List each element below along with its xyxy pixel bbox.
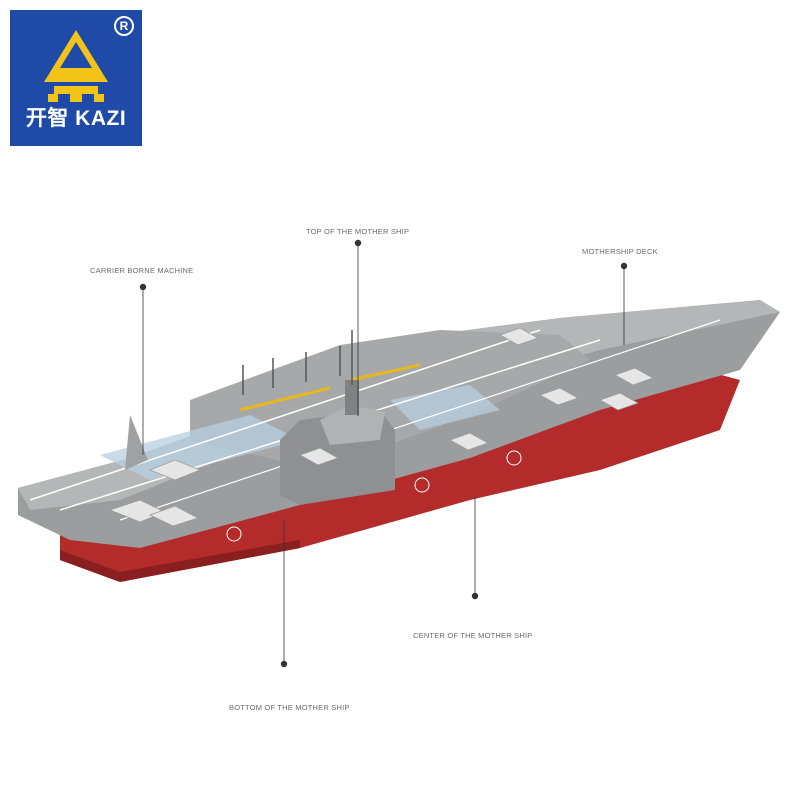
callout-top-of-mother-ship: TOP OF THE MOTHER SHIP [306, 227, 410, 236]
brand-name-en: KAZI [75, 107, 127, 130]
callout-center-of-mother-ship: CENTER OF THE MOTHER SHIP [413, 631, 533, 640]
callout-bottom-of-mother-ship: BOTTOM OF THE MOTHER SHIP [229, 703, 350, 712]
callout-carrier-borne-machine: CARRIER BORNE MACHINE [90, 266, 194, 275]
callout-mothership-deck: MOTHERSHIP DECK [582, 247, 658, 256]
pyramid-logo-icon [44, 30, 108, 102]
brand-wordmark: 开智 KAZI [10, 102, 142, 132]
brand-name-cn: 开智 [25, 107, 69, 130]
brand-logo: R 开智 KAZI [10, 10, 142, 146]
registered-mark: R [114, 16, 134, 36]
